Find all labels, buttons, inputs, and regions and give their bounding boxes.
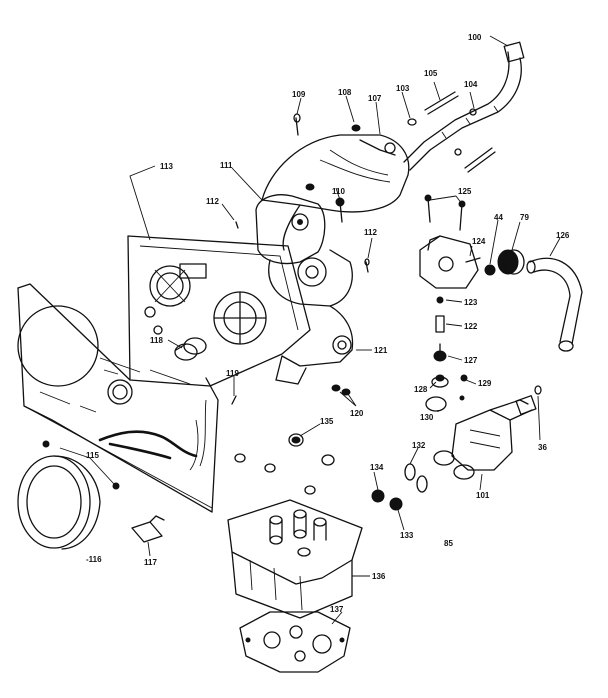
label-100: 100: [468, 33, 482, 42]
label-117: 117: [144, 558, 157, 567]
label-104: 104: [464, 80, 478, 89]
label-113: 113: [160, 162, 173, 171]
label-130: 130: [420, 413, 434, 422]
cap-and-nut: [484, 249, 525, 276]
label-79: 79: [520, 213, 529, 222]
base-plate: [227, 499, 363, 619]
leader-lines: [59, 35, 561, 625]
label-120: 120: [350, 409, 364, 418]
label-118: 118: [150, 336, 163, 345]
label-103: 103: [396, 84, 410, 93]
label-85: 85: [444, 539, 453, 548]
label-135: 135: [320, 417, 334, 426]
label-109: 109: [292, 90, 306, 99]
label-133: 133: [400, 531, 414, 540]
gasket: [239, 611, 351, 673]
spring-stack: [269, 509, 327, 557]
label-125: 125: [458, 187, 472, 196]
label-110: 110: [332, 187, 345, 196]
label-44: 44: [494, 213, 503, 222]
label-136: 136: [372, 572, 386, 581]
label-132: 132: [412, 441, 426, 450]
small-nuts: [231, 384, 351, 405]
drain-hose: [403, 41, 525, 171]
label-124: 124: [472, 237, 486, 246]
label-101: 101: [476, 491, 490, 500]
label-111: 111: [220, 161, 233, 170]
label-137: 137: [330, 605, 344, 614]
hose-fittings: [351, 91, 496, 173]
front-console-panel: [17, 283, 219, 513]
clamps-and-seals: [234, 433, 428, 511]
valve-stack-parts: [425, 296, 468, 412]
label-122: 122: [464, 322, 478, 331]
curved-hose: [526, 257, 583, 352]
label-129: 129: [478, 379, 492, 388]
wiring-harness: [98, 399, 207, 471]
motor-pump-assembly: [235, 183, 370, 385]
label-36: 36: [538, 443, 547, 452]
label-127: 127: [464, 356, 478, 365]
part-labels: 100 109 108 107 103 105 104 113 111 112 …: [86, 33, 570, 614]
label-134: 134: [370, 463, 384, 472]
valve-body: [419, 194, 481, 289]
label-116: -116: [86, 555, 102, 564]
label-121: 121: [374, 346, 388, 355]
front-ring: [17, 440, 120, 550]
control-panel-frame: [127, 235, 311, 387]
pump-body: [433, 385, 542, 480]
label-128: 128: [414, 385, 428, 394]
label-108: 108: [338, 88, 352, 97]
label-123: 123: [464, 298, 478, 307]
label-107: 107: [368, 94, 382, 103]
label-119: 119: [226, 369, 239, 378]
control-knob: [174, 337, 207, 361]
label-126-hose: 126: [556, 231, 570, 240]
label-115: 115: [86, 451, 99, 460]
label-112-left: 112: [206, 197, 219, 206]
part-117: [131, 515, 165, 543]
label-112-right: 112: [364, 228, 377, 237]
upper-housing: [261, 113, 410, 251]
label-105: 105: [424, 69, 438, 78]
